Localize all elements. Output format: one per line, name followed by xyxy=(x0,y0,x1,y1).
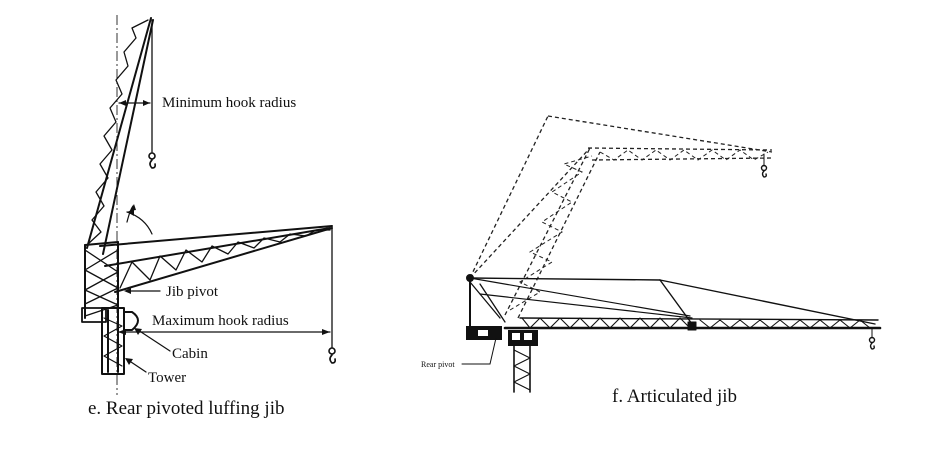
cabin-pointer xyxy=(137,329,171,352)
max-radius-dimension xyxy=(117,329,331,335)
max-radius-label: Maximum hook radius xyxy=(152,313,289,329)
min-radius-label: Minimum hook radius xyxy=(162,95,296,111)
jib-pivot-label: Jib pivot xyxy=(166,284,219,300)
lowered-jib xyxy=(99,225,333,293)
lowered-hook-icon-f xyxy=(868,336,876,350)
rear-pivot-label: Rear pivot xyxy=(421,360,455,369)
rear-pivot-mast xyxy=(466,274,506,327)
machinery-block xyxy=(466,326,502,340)
tower-structure-f xyxy=(513,345,531,393)
figure-e-caption: e. Rear pivoted luffing jib xyxy=(88,398,284,419)
lowered-hook-icon xyxy=(328,347,336,364)
luffing-arc-arrow xyxy=(126,211,153,235)
raised-hook-icon-f xyxy=(760,164,768,178)
raised-jib xyxy=(86,17,154,255)
min-radius-dimension xyxy=(118,100,151,106)
tower-label: Tower xyxy=(148,370,186,386)
lowered-articulated-jib xyxy=(469,277,882,331)
cabin-label: Cabin xyxy=(172,346,208,362)
raised-hook-icon xyxy=(148,152,156,169)
crane-head-frame xyxy=(81,241,119,323)
cabin-shape xyxy=(123,311,139,331)
figure-f-articulated-jib: Rear pivot f. Articulated jib xyxy=(421,115,882,407)
figure-e-luffing-jib: Minimum hook radius xyxy=(81,15,336,419)
figure-f-caption: f. Articulated jib xyxy=(612,386,737,407)
tower-structure xyxy=(101,307,125,375)
slewing-unit xyxy=(508,330,538,346)
raised-articulated-jib xyxy=(469,115,773,319)
